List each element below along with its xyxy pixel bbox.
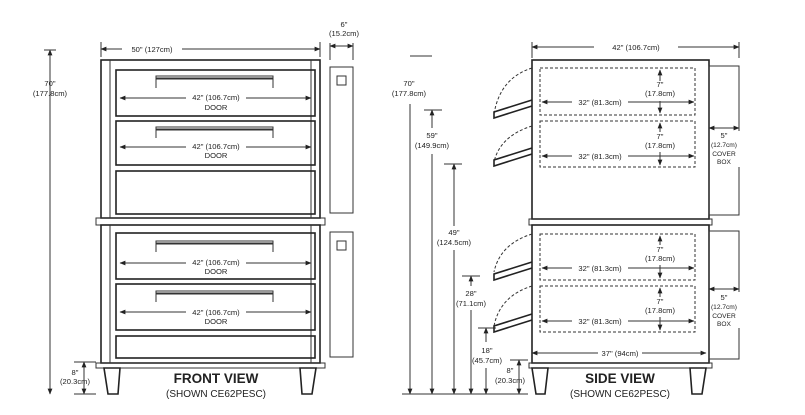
side-height-70-label: 70" [403, 79, 414, 88]
side-deck-1: 7" (17.8cm) 32" (81.3cm) [539, 67, 696, 116]
side-view-title: SIDE VIEW [585, 371, 655, 386]
door-4-label: DOOR [205, 317, 228, 326]
deck-2-depth-label: 32" (81.3cm) [578, 152, 622, 161]
deck-4-height-label: 7" [657, 297, 664, 306]
deck-2-height-label: 7" [657, 132, 664, 141]
cover-upper-box-word: BOX [717, 159, 732, 166]
front-lower-panel [115, 335, 316, 359]
side-height-28-label: 28" [465, 289, 476, 298]
side-height-59-label: 59" [426, 131, 437, 140]
deck-4-depth-label: 32" (81.3cm) [578, 317, 622, 326]
deck-1-height-label: 7" [657, 80, 664, 89]
front-door-4: 42" (106.7cm) DOOR [115, 283, 316, 331]
deck-2-height-metric: (17.8cm) [645, 141, 675, 150]
side-height-49-dimension: 49" (124.5cm) [437, 163, 472, 395]
side-height-49-label: 49" [448, 228, 459, 237]
side-height-59-metric: (149.9cm) [415, 141, 450, 150]
side-deck-2: 7" (17.8cm) 32" (81.3cm) [539, 120, 696, 168]
side-oven-body [528, 59, 740, 395]
side-height-18-dimension: 18" (45.7cm) [472, 327, 502, 395]
side-left-leg [531, 367, 549, 395]
door-1-width-label: 42" (106.7cm) [192, 93, 240, 102]
cover-upper-5-label: 5" [721, 131, 728, 140]
side-cover-box-upper-dimension: 5" (12.7cm) COVER BOX [708, 125, 740, 167]
side-height-70-dimension: 70" (177.8cm) [392, 55, 432, 395]
cover-lower-cover-word: COVER [712, 313, 736, 320]
deck-3-height-label: 7" [657, 245, 664, 254]
front-upper-panel [115, 170, 316, 215]
side-cover-box-lower-dimension: 5" (12.7cm) COVER BOX [708, 286, 740, 328]
side-height-28-metric: (71.1cm) [456, 299, 486, 308]
side-height-28-dimension: 28" (71.1cm) [456, 275, 486, 395]
side-right-leg [689, 367, 707, 395]
front-width-50-label: 50" (127cm) [131, 45, 173, 54]
door-1-label: DOOR [205, 103, 228, 112]
side-height-18-metric: (45.7cm) [472, 356, 502, 365]
front-leg-8-dimension: 8" (20.3cm) [60, 361, 96, 395]
front-depth-6-label: 6" [341, 20, 348, 29]
front-right-leg [299, 367, 317, 395]
side-leg-8-metric: (20.3cm) [495, 376, 525, 385]
cover-lower-5-metric: (12.7cm) [711, 304, 737, 311]
side-leg-8-label: 8" [507, 366, 514, 375]
front-width-50-dimension: 50" (127cm) [100, 42, 321, 57]
door-3-width-label: 42" (106.7cm) [192, 258, 240, 267]
front-door-1: 42" (106.7cm) DOOR [115, 69, 316, 117]
side-top-width-label: 42" (106.7cm) [612, 43, 660, 52]
front-view: 70" (177.8cm) 8" (20.3cm) 50" (127cm) 6"… [33, 20, 360, 400]
front-view-subtitle: (SHOWN CE62PESC) [166, 389, 266, 400]
door-2-width-label: 42" (106.7cm) [192, 142, 240, 151]
deck-1-depth-label: 32" (81.3cm) [578, 98, 622, 107]
door-2-label: DOOR [205, 151, 228, 160]
side-bottom-37-label: 37" (94cm) [602, 349, 639, 358]
side-top-width-42-dimension: 42" (106.7cm) [531, 42, 740, 58]
front-height-70-label: 70" [44, 79, 55, 88]
side-door-swings [493, 67, 533, 334]
front-depth-6-dimension: 6" (15.2cm) [329, 20, 359, 60]
front-leg-8-label: 8" [72, 368, 79, 377]
front-height-70-dimension: 70" (177.8cm) [33, 49, 68, 395]
cover-upper-5-metric: (12.7cm) [711, 142, 737, 149]
cover-lower-5-label: 5" [721, 293, 728, 302]
side-deck-3: 7" (17.8cm) 32" (81.3cm) [539, 233, 696, 281]
side-view-subtitle: (SHOWN CE62PESC) [570, 389, 670, 400]
front-view-title: FRONT VIEW [174, 371, 259, 386]
side-view: 42" (106.7cm) 70" (177.8cm) 59" (149.9cm… [392, 42, 740, 400]
door-3-label: DOOR [205, 267, 228, 276]
side-height-49-metric: (124.5cm) [437, 238, 472, 247]
front-door-3: 42" (106.7cm) DOOR [115, 232, 316, 280]
side-height-18-label: 18" [481, 346, 492, 355]
deck-3-height-metric: (17.8cm) [645, 254, 675, 263]
front-left-leg [103, 367, 121, 395]
deck-1-height-metric: (17.8cm) [645, 89, 675, 98]
front-height-70-metric: (177.8cm) [33, 89, 68, 98]
cover-upper-cover-word: COVER [712, 151, 736, 158]
side-deck-4: 7" (17.8cm) 32" (81.3cm) [539, 285, 696, 333]
front-leg-8-metric: (20.3cm) [60, 377, 90, 386]
front-oven-body [95, 59, 354, 395]
side-height-70-metric: (177.8cm) [392, 89, 427, 98]
side-leg-8-dimension: 8" (20.3cm) [402, 359, 528, 395]
side-height-59-dimension: 59" (149.9cm) [415, 109, 450, 395]
front-door-2: 42" (106.7cm) DOOR [115, 120, 316, 166]
side-bottom-37-dimension: 37" (94cm) [531, 348, 707, 358]
deck-3-depth-label: 32" (81.3cm) [578, 264, 622, 273]
cover-lower-box-word: BOX [717, 321, 732, 328]
front-depth-6-metric: (15.2cm) [329, 29, 359, 38]
door-4-width-label: 42" (106.7cm) [192, 308, 240, 317]
deck-4-height-metric: (17.8cm) [645, 306, 675, 315]
